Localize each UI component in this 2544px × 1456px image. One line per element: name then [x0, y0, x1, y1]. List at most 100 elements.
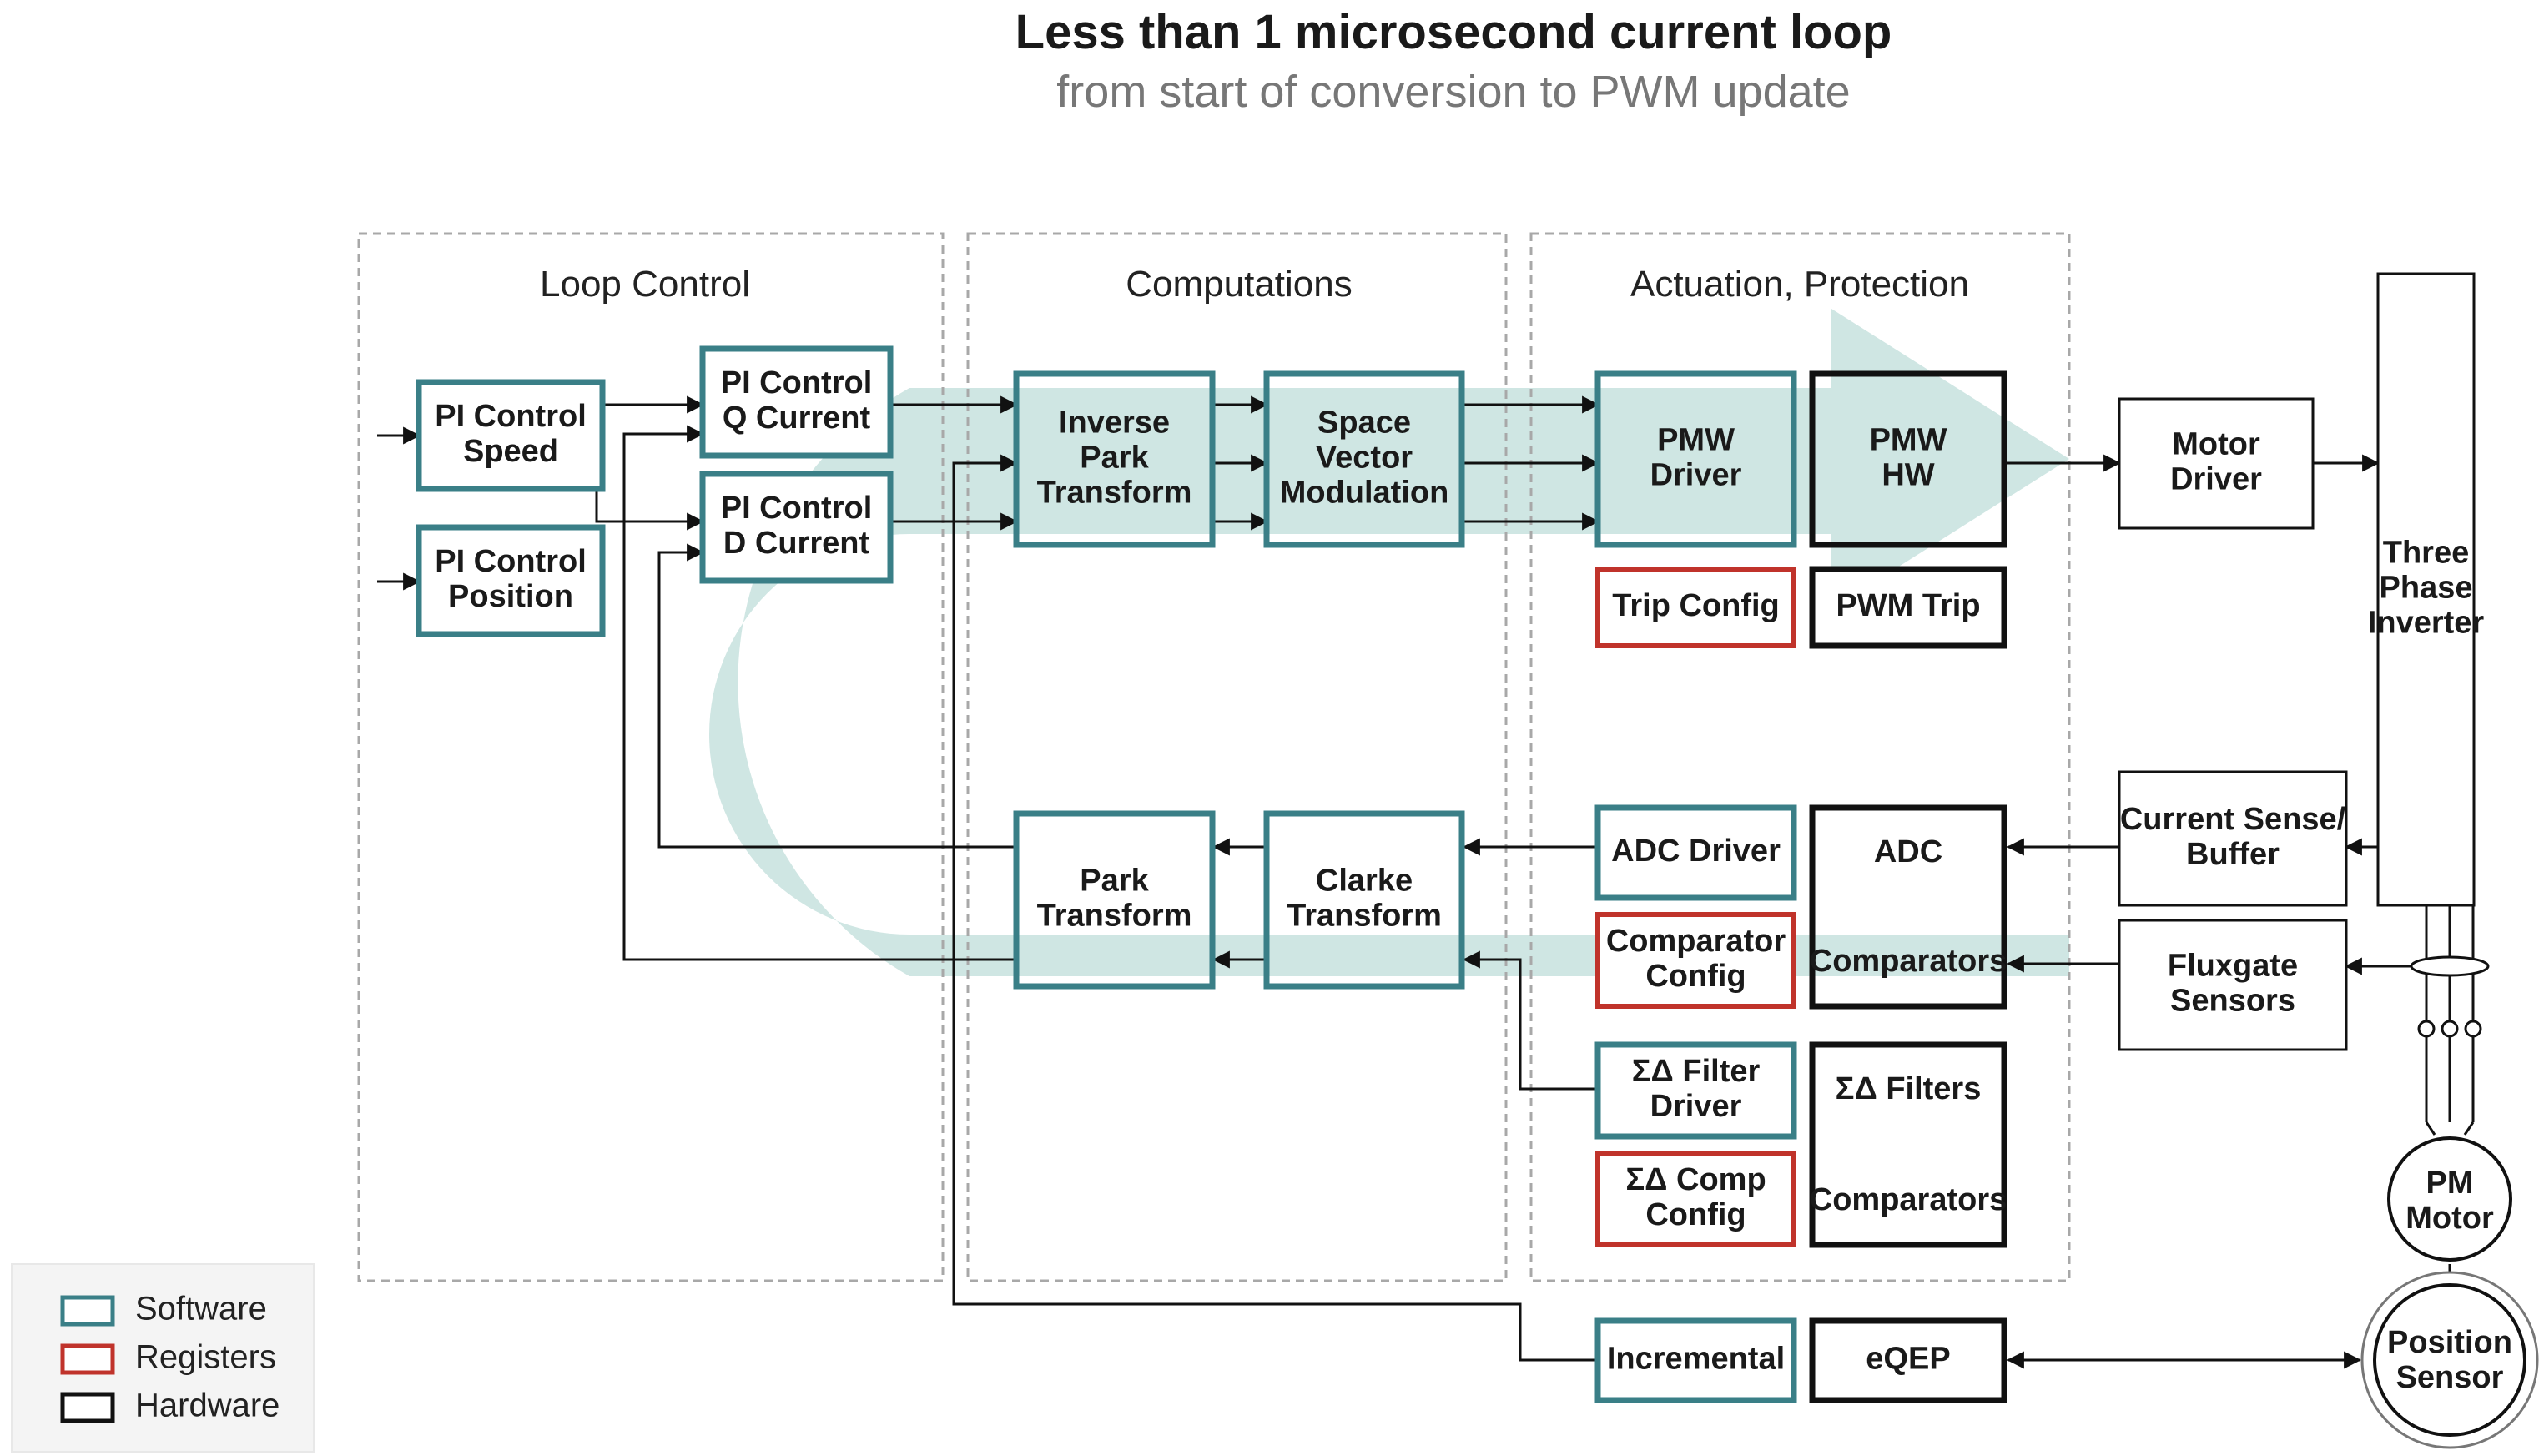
flow-band [709, 309, 2069, 976]
park-transform-block-label: Park [1080, 864, 1149, 899]
space-vector-modulation-block-label: Space [1317, 406, 1411, 441]
position-sensor: Position Sensor [2360, 1271, 2539, 1449]
pwm-trip-block: PWM Trip [1809, 566, 2007, 649]
sigma-delta-filters-block-label: ΣΔ Filters [1836, 1071, 1982, 1106]
section-loop-control [357, 232, 945, 1282]
adc-driver-block: ADC Driver [1594, 804, 1797, 901]
pwm-hw-block-frame [1809, 370, 2007, 548]
legend-swatch-software [60, 1295, 115, 1327]
pi-control-d-current-block-label: D Current [723, 526, 870, 561]
pi-control-d-current-block-label: PI Control [721, 491, 873, 526]
eqep-block: eQEP [1809, 1317, 2007, 1403]
pi-control-position-block-label: Position [448, 579, 573, 614]
three-phase-inverter-block-label: Phase [2380, 571, 2473, 606]
fluxgate-sensors-block-label: Fluxgate [2168, 949, 2298, 984]
adc-comparators-block-label: ADC [1874, 834, 1942, 869]
eqep-block-label: eQEP [1866, 1342, 1950, 1377]
eqep-block-frame [1809, 1317, 2007, 1403]
comparator-config-block-label: Comparator [1606, 924, 1786, 959]
pwm-hw-block-label: HW [1882, 458, 1934, 493]
pm-motor-label-1: PM [2426, 1166, 2474, 1201]
park-transform-block-label: Transform [1037, 899, 1192, 934]
pi-control-speed-block-label: PI Control [435, 399, 587, 434]
sigma-delta-comp-config-block-frame [1595, 1151, 1796, 1247]
adc-comparators-block-label: Comparators [1810, 944, 2007, 979]
legend-swatch-registers [60, 1343, 115, 1375]
sigma-delta-filter-driver-block-label: ΣΔ Filter [1632, 1054, 1761, 1089]
pi-control-q-current-block-label: Q Current [723, 401, 871, 436]
sigma-delta-filters-block-label: Comparators [1810, 1182, 2007, 1217]
pi-control-speed-block-frame [416, 379, 606, 492]
motor-driver-block-label: Motor [2172, 427, 2260, 462]
adc-driver-block-frame [1594, 804, 1797, 901]
pi-control-q-current-block-label: PI Control [721, 365, 873, 401]
legend-label-registers: Registers [135, 1339, 276, 1376]
pi-control-q-current-block-frame [699, 345, 894, 459]
pi-control-d-current-block-frame [699, 471, 894, 584]
section-label-actuation: Actuation, Protection [1630, 264, 1969, 305]
adc-comparators-block-frame [1809, 804, 2007, 1010]
position-sensor-label-1: Position [2387, 1325, 2512, 1360]
pm-motor: PM Motor [2387, 1136, 2512, 1262]
space-vector-modulation-block-label: Vector [1316, 441, 1413, 476]
section-label-computations: Computations [1126, 264, 1352, 305]
inverse-park-transform-block-frame [1013, 370, 1216, 548]
pm-motor-label-2: Motor [2405, 1201, 2494, 1236]
pwm-trip-block-label: PWM Trip [1836, 588, 1980, 623]
trip-config-block: Trip Config [1595, 567, 1796, 648]
incremental-block-label: Incremental [1607, 1342, 1785, 1377]
inverse-park-transform-block-label: Inverse [1059, 406, 1170, 441]
pwm-driver-block-label: Driver [1650, 458, 1742, 493]
connection-wires [377, 395, 2490, 1369]
current-sense-buffer-block-label: Current Sense/ [2120, 802, 2346, 837]
current-sense-buffer-block-label: Buffer [2186, 837, 2280, 872]
pwm-driver-block-frame [1594, 370, 1797, 548]
comparator-config-block-label: Config [1645, 959, 1746, 994]
sigma-delta-comp-config-block-label: Config [1645, 1197, 1746, 1232]
park-transform-block-frame [1013, 810, 1216, 990]
incremental-block: Incremental [1594, 1317, 1797, 1403]
section-label-loop-control: Loop Control [540, 264, 750, 305]
incremental-block-frame [1594, 1317, 1797, 1403]
fluxgate-sensors-block-label: Sensors [2170, 984, 2295, 1019]
inverse-park-transform-block-label: Park [1080, 441, 1149, 476]
clarke-transform-block-frame [1263, 810, 1465, 990]
legend-label-hardware: Hardware [135, 1388, 280, 1424]
legend: Software Registers Hardware [11, 1263, 315, 1453]
comparator-config-block-frame [1595, 912, 1796, 1009]
trip-config-block-label: Trip Config [1612, 588, 1780, 623]
pwm-driver-block-label: PMW [1657, 423, 1735, 458]
fluxgate-sensors-block-frame [2118, 919, 2348, 1051]
current-loop-flow-arrow [709, 309, 2069, 976]
position-sensor-label-2: Sensor [2396, 1360, 2504, 1395]
pwm-trip-block-frame [1809, 566, 2007, 649]
trip-config-block-frame [1595, 567, 1796, 648]
sigma-delta-filter-driver-block-frame [1594, 1041, 1797, 1140]
sigma-delta-filter-driver-block-label: Driver [1650, 1089, 1742, 1124]
clarke-transform-block-label: Clarke [1316, 864, 1413, 899]
clarke-transform-block-label: Transform [1287, 899, 1442, 934]
space-vector-modulation-block-label: Modulation [1280, 476, 1449, 511]
pi-control-speed-block-label: Speed [463, 434, 558, 469]
diagram-subtitle: from start of conversion to PWM update [1056, 67, 1850, 117]
legend-label-software: Software [135, 1291, 267, 1328]
current-sense-buffer-block-frame [2118, 770, 2348, 907]
three-phase-inverter-block-label: Inverter [2368, 606, 2485, 641]
